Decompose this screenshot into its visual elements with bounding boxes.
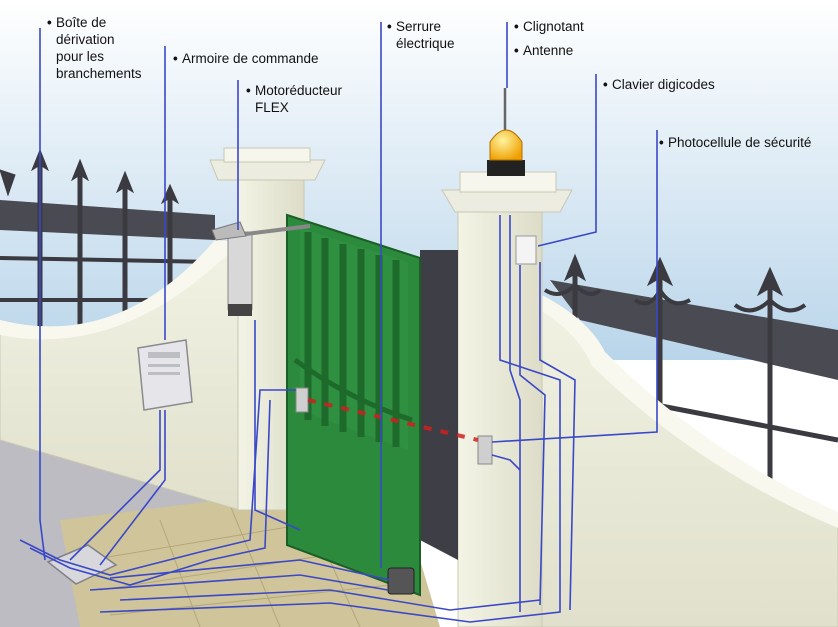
bullet: • <box>173 51 178 66</box>
label-antenna-text: Antenne <box>523 43 574 58</box>
right-pillar-cap <box>441 189 573 213</box>
left-wall-cap <box>0 240 240 340</box>
photocell-beam <box>307 398 479 442</box>
flex-gear-motor <box>211 221 311 316</box>
junction-box <box>46 544 118 585</box>
bullet: • <box>246 83 251 98</box>
digicode-keypad <box>515 235 537 265</box>
gate-opening-shadow <box>420 250 458 560</box>
right-wall-cap <box>520 285 838 528</box>
control-cabinet <box>137 339 193 411</box>
label-gear-motor: • Motoréducteur FLEX <box>246 82 343 116</box>
wiring <box>19 22 658 623</box>
label-keypad-text: Clavier digicodes <box>612 77 715 92</box>
bullet: • <box>514 19 519 34</box>
left-pillar-cap-top <box>223 147 311 163</box>
label-electric-lock-text: Serrure électrique <box>396 19 455 51</box>
bullet: • <box>603 77 608 92</box>
label-flashing-light-text: Clignotant <box>523 19 584 34</box>
electric-lock-device <box>387 567 415 595</box>
label-keypad: • Clavier digicodes <box>603 76 715 93</box>
label-antenna: • Antenne <box>514 42 574 59</box>
label-junction-box-text: Boîte de dérivation pour les branchement… <box>56 15 142 81</box>
left-pillar-cap <box>209 159 326 181</box>
bullet: • <box>659 135 664 150</box>
flashing-light-unit <box>487 88 525 176</box>
label-photocell: • Photocellule de sécurité <box>659 134 812 151</box>
photocell-transmitter <box>295 387 309 413</box>
label-control-cabinet: • Armoire de commande <box>173 50 319 67</box>
label-junction-box: • Boîte de dérivation pour les branchemen… <box>47 14 142 82</box>
label-gear-motor-text: Motoréducteur FLEX <box>255 83 343 115</box>
photocell-receiver <box>477 435 493 465</box>
label-photocell-text: Photocellule de sécurité <box>668 135 812 150</box>
label-electric-lock: • Serrure électrique <box>387 18 455 52</box>
label-control-cabinet-text: Armoire de commande <box>182 51 319 66</box>
bullet: • <box>387 19 392 34</box>
label-flashing-light: • Clignotant <box>514 18 584 35</box>
bullet: • <box>47 15 52 30</box>
bullet: • <box>514 43 519 58</box>
